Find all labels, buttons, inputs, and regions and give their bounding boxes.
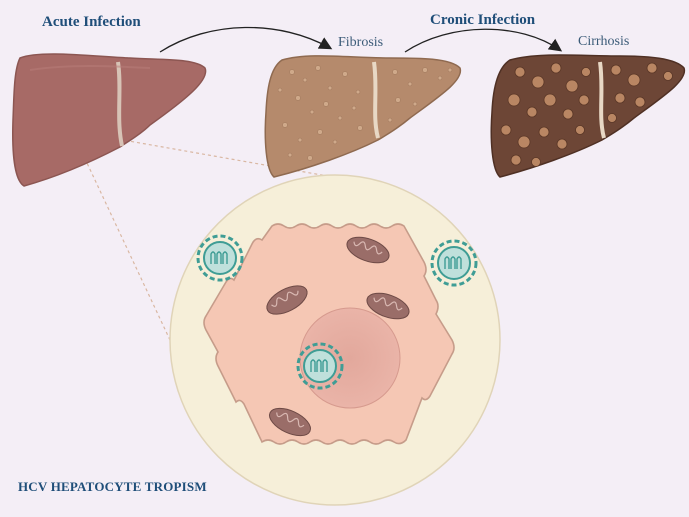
fibrotic-liver <box>264 55 462 178</box>
mitochondria <box>266 236 410 437</box>
arrow-fibrosis-to-cirrhosis <box>404 28 563 53</box>
diagram-caption: HCV HEPATOCYTE TROPISM <box>18 479 207 494</box>
cirrhosis-label: Cirrhosis <box>578 34 630 49</box>
acute-infection-label: Acute Infection <box>42 14 141 30</box>
hcv-virus <box>196 234 244 282</box>
mitochondrion <box>269 407 311 437</box>
zoom-line-bottom <box>71 130 171 341</box>
healthy-liver <box>12 53 207 187</box>
mitochondrion <box>266 285 308 315</box>
chronic-infection-label: Cronic Infection <box>430 12 536 28</box>
hcv-virus <box>430 239 478 287</box>
mitochondrion <box>366 292 410 320</box>
mitochondrion <box>346 236 390 264</box>
hcv-virus-particles <box>196 234 478 390</box>
fibrosis-label: Fibrosis <box>338 35 384 50</box>
cirrhotic-liver <box>490 54 686 178</box>
arrow-acute-to-fibrosis <box>159 26 333 53</box>
zoom-line-top <box>71 130 351 181</box>
hcv-virus <box>296 342 344 390</box>
